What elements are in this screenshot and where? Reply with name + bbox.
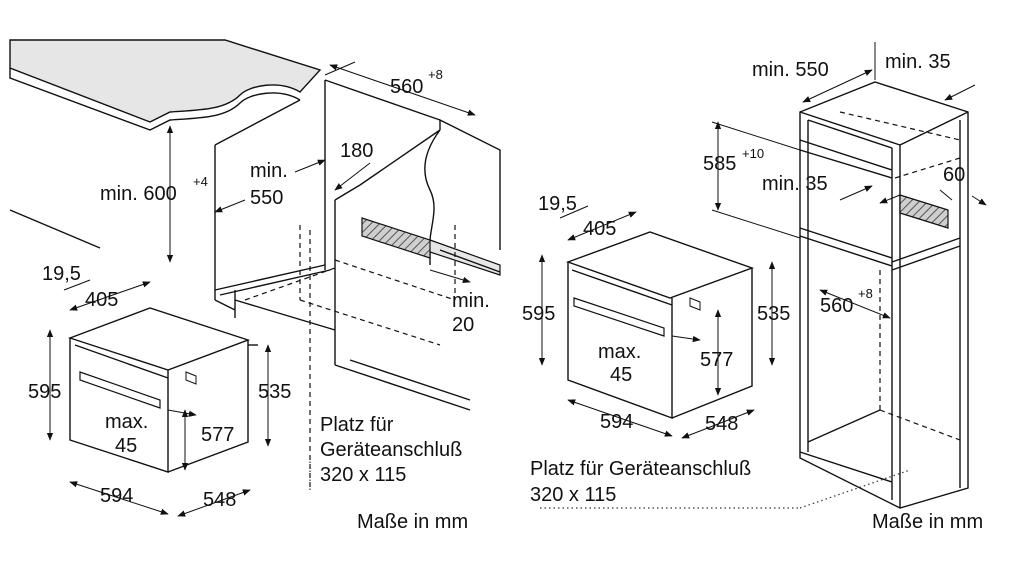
left-min-20: 20 (452, 314, 474, 336)
dimension-lines-right (538, 42, 987, 509)
left-180: 180 (340, 140, 373, 162)
right-19-5: 19,5 (538, 193, 577, 215)
left-height-min-600: min. 600 (100, 183, 177, 205)
left-548: 548 (203, 489, 236, 511)
right-585: 585 (703, 153, 736, 175)
right-units: Maße in mm (872, 511, 983, 533)
left-note-line1: Platz für (320, 414, 394, 436)
right-548: 548 (705, 413, 738, 435)
dimension-lines-left (46, 61, 476, 517)
left-405: 405 (85, 289, 118, 311)
labels-left: 560 +8 min. 600 +4 min. 550 180 19,5 405… (28, 67, 490, 533)
left-width-550: 550 (250, 187, 283, 209)
left-depth-560-tolerance: +8 (428, 67, 443, 82)
left-note-line3: 320 x 115 (320, 464, 406, 486)
right-405: 405 (583, 218, 616, 240)
cabinet-niche (9, 79, 501, 490)
left-min-20-label: min. (452, 290, 490, 312)
oven-left (67, 307, 258, 473)
right-max-label: max. (598, 341, 641, 363)
left-594: 594 (100, 485, 133, 507)
oven-right (565, 231, 755, 420)
right-note-line1: Platz für Geräteanschluß (530, 458, 751, 480)
left-note-line2: Geräteanschluß (320, 439, 462, 461)
left-535: 535 (258, 381, 291, 403)
left-depth-560: 560 (390, 76, 423, 98)
right-560: 560 (820, 295, 853, 317)
left-595: 595 (28, 381, 61, 403)
right-min-35-top: min. 35 (885, 51, 951, 73)
right-560-tolerance: +8 (858, 286, 873, 301)
left-max-label: max. (105, 411, 148, 433)
right-577: 577 (700, 349, 733, 371)
right-min-550: min. 550 (752, 59, 829, 81)
left-undercounter-installation: 560 +8 min. 600 +4 min. 550 180 19,5 405… (9, 39, 501, 533)
left-height-600-tolerance: +4 (193, 174, 208, 189)
left-width-min-label: min. (250, 160, 288, 182)
left-19-5: 19,5 (42, 263, 81, 285)
right-max-45: 45 (610, 364, 632, 386)
right-594: 594 (600, 411, 633, 433)
left-max-45: 45 (115, 435, 137, 457)
right-tall-cabinet-installation: min. 550 min. 35 585 +10 min. 35 60 19,5… (522, 42, 987, 533)
left-units: Maße in mm (357, 511, 468, 533)
right-585-tolerance: +10 (742, 146, 764, 161)
right-note-line2: 320 x 115 (530, 484, 616, 506)
right-min-35-mid: min. 35 (762, 173, 828, 195)
right-595: 595 (522, 303, 555, 325)
left-577: 577 (201, 424, 234, 446)
right-535: 535 (757, 303, 790, 325)
right-60: 60 (943, 164, 965, 186)
labels-right: min. 550 min. 35 585 +10 min. 35 60 19,5… (522, 51, 983, 533)
worktop (9, 39, 322, 131)
